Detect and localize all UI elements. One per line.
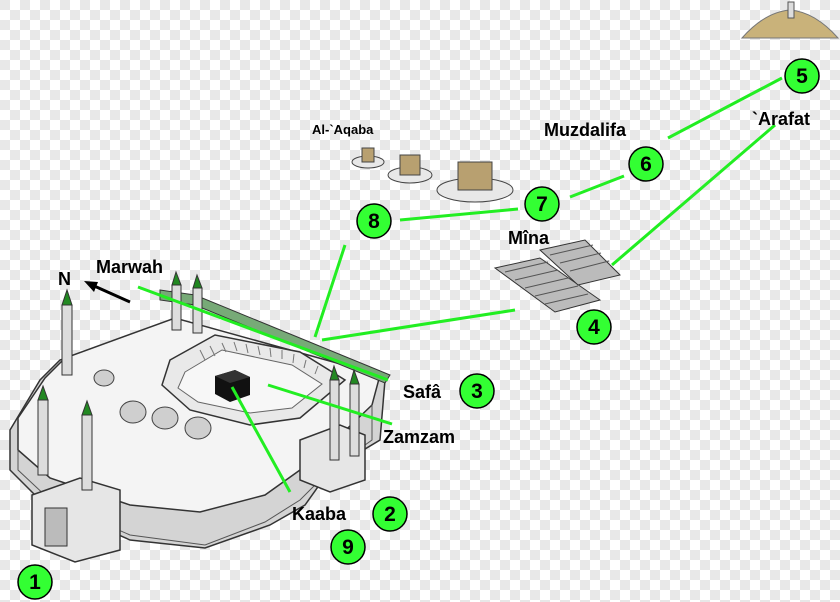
step-marker-1: 1 [17, 564, 53, 600]
label-marwah: Marwah [96, 257, 163, 277]
svg-text:9: 9 [342, 536, 354, 559]
label-zamzam: Zamzam [383, 427, 455, 447]
svg-text:7: 7 [536, 193, 548, 216]
mina-tents [493, 239, 621, 313]
svg-text:3: 3 [471, 380, 483, 403]
svg-text:4: 4 [588, 316, 600, 339]
svg-text:2: 2 [384, 503, 396, 526]
svg-text:8: 8 [368, 210, 380, 233]
label-north: N [58, 269, 71, 289]
step-marker-4: 4 [576, 309, 612, 345]
step-marker-6: 6 [628, 146, 664, 182]
svg-text:1: 1 [29, 571, 41, 594]
jamarat-pillars [351, 147, 514, 203]
step-marker-3: 3 [459, 373, 495, 409]
mount-arafat [740, 1, 840, 39]
label-arafat: `Arafat [752, 109, 810, 129]
label-muzdalifa: Muzdalifa [544, 120, 627, 140]
step-marker-7: 7 [524, 186, 560, 222]
svg-text:5: 5 [796, 65, 808, 88]
step-marker-9: 9 [330, 529, 366, 565]
north-arrow [84, 281, 131, 304]
step-marker-5: 5 [784, 58, 820, 94]
label-safa: Safâ [403, 382, 442, 402]
label-mina: Mîna [508, 228, 550, 248]
step-marker-2: 2 [372, 496, 408, 532]
step-marker-8: 8 [356, 203, 392, 239]
label-aqaba: Al-`Aqaba [312, 122, 374, 137]
route-lines [137, 76, 783, 493]
svg-text:6: 6 [640, 153, 652, 176]
label-kaaba: Kaaba [292, 504, 347, 524]
